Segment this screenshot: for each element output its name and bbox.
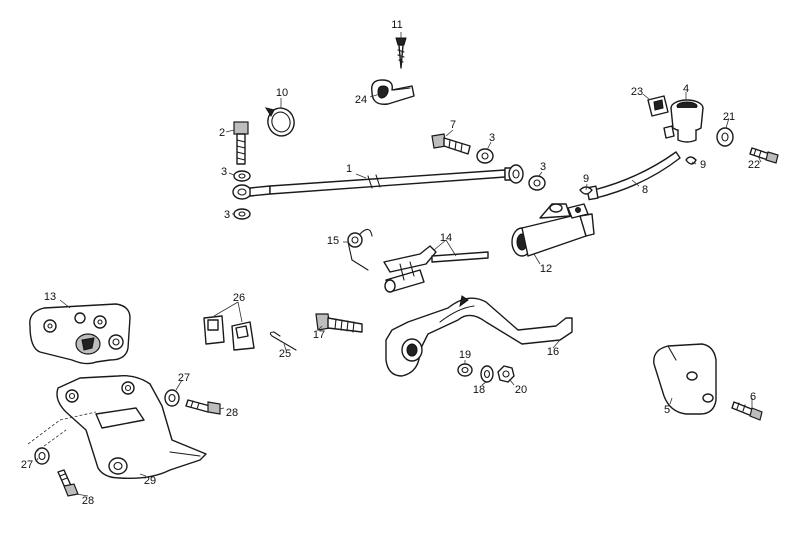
screw-part-11 [395, 37, 407, 69]
bolt-part-28-upper [185, 399, 221, 415]
callout-9-right: 9 [700, 159, 706, 171]
washer-part-18 [480, 365, 494, 383]
brake-caliper-part-13 [29, 303, 131, 365]
brake-pipe-part-1 [232, 164, 524, 200]
hose-clip-part-9-left [579, 186, 593, 195]
callout-5: 5 [664, 404, 670, 416]
reservoir-part-4 [663, 99, 704, 143]
bracket-part-23 [647, 95, 669, 117]
banjo-bolt-part-7 [431, 133, 471, 155]
pin-part-25 [269, 331, 297, 351]
callout-29: 29 [144, 475, 156, 487]
bolt-part-17 [315, 313, 363, 333]
callout-labels: 11 24 10 2 3 3 1 7 3 3 9 8 9 23 4 21 22 … [21, 19, 760, 507]
callout-27-lower: 27 [21, 459, 33, 471]
clamp-part-24 [371, 79, 415, 105]
leader-lines [27, 32, 762, 497]
callout-6: 6 [750, 391, 756, 403]
brake-pedal-part-16 [385, 295, 573, 377]
nut-part-20 [497, 365, 515, 383]
callout-21: 21 [723, 111, 735, 123]
callout-1: 1 [346, 163, 352, 175]
callout-18: 18 [473, 384, 485, 396]
callout-4: 4 [683, 83, 689, 95]
callout-19: 19 [459, 349, 471, 361]
callout-7: 7 [450, 119, 456, 131]
callout-9-left: 9 [583, 173, 589, 185]
hose-clip-part-10 [264, 107, 295, 137]
callout-3-upper-left: 3 [221, 166, 227, 178]
callout-13: 13 [44, 291, 56, 303]
screw-part-6 [731, 401, 763, 421]
callout-14: 14 [440, 232, 452, 244]
callout-23: 23 [631, 86, 643, 98]
hose-clip-part-9-right [685, 156, 697, 165]
master-cylinder-part-12 [511, 203, 595, 257]
callout-10: 10 [276, 87, 288, 99]
callout-3-right: 3 [540, 161, 546, 173]
callout-3-mid: 3 [489, 132, 495, 144]
callout-24: 24 [355, 94, 367, 106]
washer-part-3-upper-left [233, 170, 251, 182]
washer-part-21 [716, 127, 734, 147]
callout-12: 12 [540, 263, 552, 275]
spring-part-15 [347, 228, 373, 271]
washer-part-3-right [528, 175, 546, 191]
washer-part-27-upper [164, 389, 180, 407]
washer-part-3-mid [476, 148, 494, 164]
callout-3-lower-left: 3 [224, 209, 230, 221]
callout-11: 11 [391, 19, 402, 31]
callout-15: 15 [327, 235, 339, 247]
bolt-part-28-lower [57, 469, 79, 497]
callout-28-lower: 28 [82, 495, 94, 507]
callout-28-upper: 28 [226, 407, 238, 419]
callout-26: 26 [233, 292, 245, 304]
callout-17: 17 [313, 329, 325, 341]
callout-8: 8 [642, 184, 648, 196]
heel-guard-part-5 [653, 343, 717, 415]
callout-27-upper: 27 [178, 372, 190, 384]
brake-pads-part-26 [203, 315, 255, 351]
callout-25: 25 [279, 348, 291, 360]
caliper-bracket-part-29 [56, 374, 207, 480]
pushrod-part-14 [383, 245, 489, 293]
washer-part-3-lower-left [233, 208, 251, 220]
washer-part-27-lower [34, 447, 50, 465]
callout-2: 2 [219, 127, 225, 139]
washer-part-19 [457, 363, 473, 377]
hose-part-8 [586, 151, 681, 201]
callout-22: 22 [748, 159, 760, 171]
screw-part-22 [749, 147, 779, 164]
callout-20: 20 [515, 384, 527, 396]
banjo-bolt-part-2 [233, 121, 249, 165]
callout-16: 16 [547, 346, 559, 358]
